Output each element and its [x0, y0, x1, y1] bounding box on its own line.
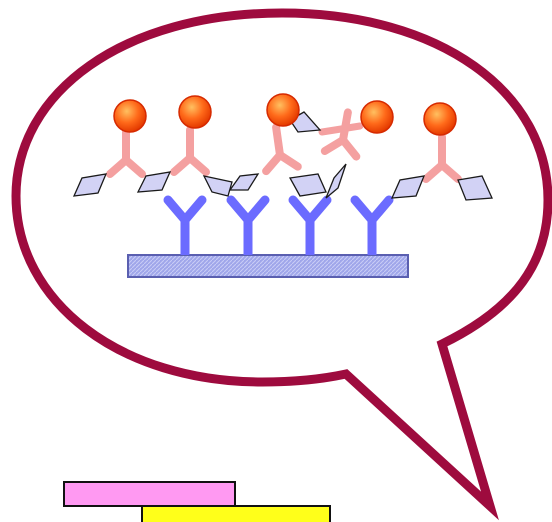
- detection-antibody: [170, 126, 210, 176]
- enzyme-label: [423, 102, 457, 136]
- enzyme-label: [266, 93, 300, 127]
- antigen: [288, 173, 327, 197]
- capture-antibody: [288, 195, 332, 255]
- pink-bar: [63, 481, 236, 507]
- antigen: [202, 175, 233, 197]
- detection-antibody-arm: [318, 122, 364, 136]
- yellow-bar: [141, 505, 331, 522]
- antigen: [72, 173, 108, 197]
- antigen: [457, 175, 493, 201]
- detection-antibody: [106, 128, 146, 178]
- capture-antibody: [226, 195, 270, 255]
- enzyme-label: [360, 100, 394, 134]
- capture-antibody: [163, 195, 207, 255]
- detection-antibody: [262, 123, 302, 176]
- antigen: [325, 163, 347, 199]
- antigen: [228, 173, 260, 191]
- capture-antibody: [350, 195, 394, 255]
- detection-antibody: [422, 133, 462, 183]
- antigen: [390, 175, 426, 199]
- enzyme-label: [113, 99, 147, 133]
- antigen: [136, 171, 172, 193]
- solid-phase-plate: [127, 254, 409, 278]
- enzyme-label: [178, 95, 212, 129]
